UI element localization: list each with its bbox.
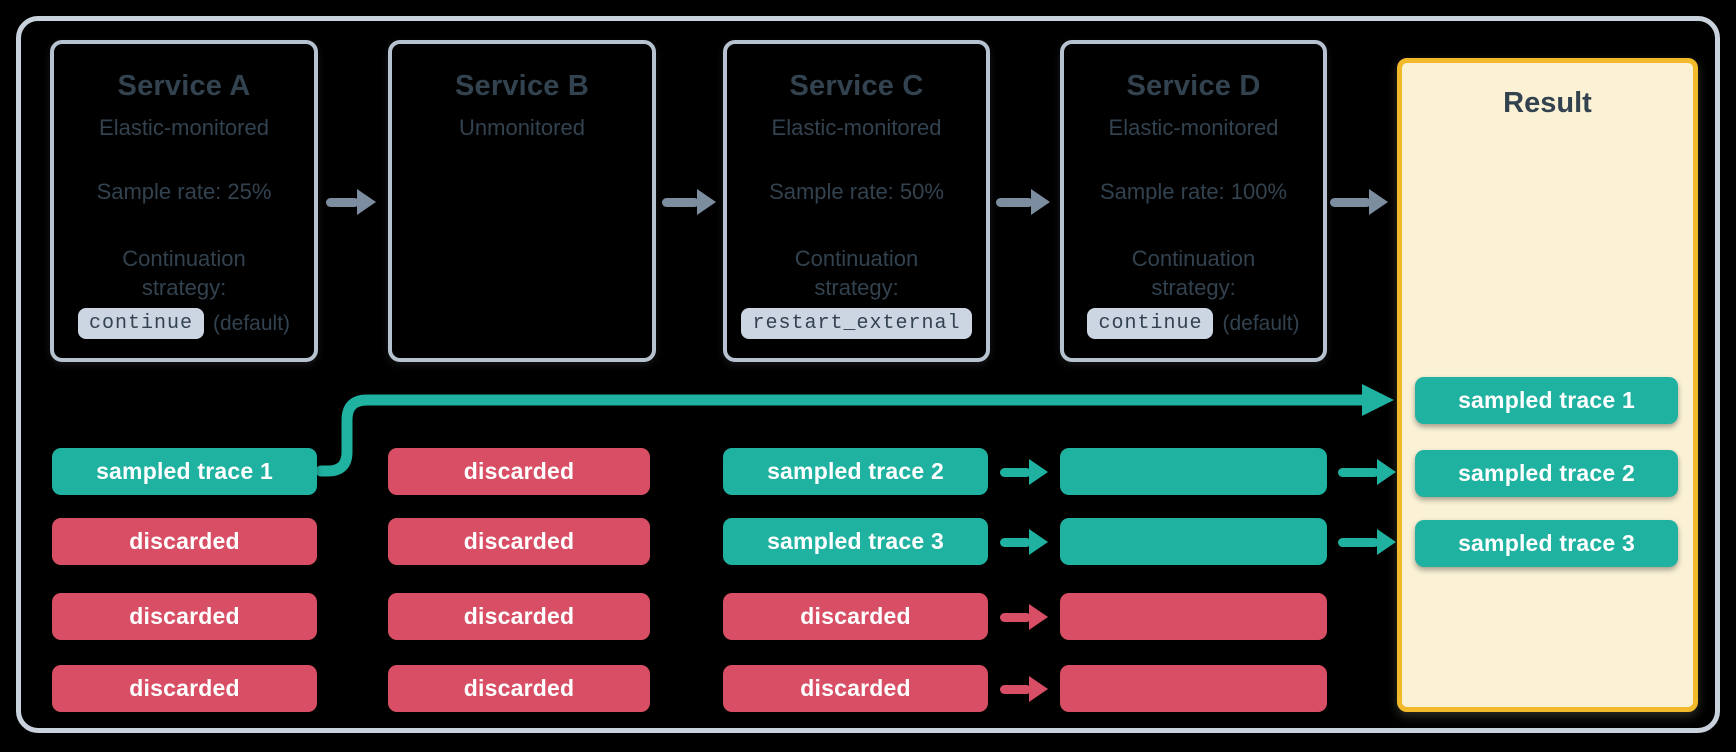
trace-chip: discarded [52,665,317,712]
trace-chip: discarded [723,665,988,712]
service-a-sample-rate: Sample rate: 25% [96,179,272,204]
trace-chip-blank [1060,593,1327,640]
service-c-monitoring: Elastic-monitored [771,115,942,140]
service-a-strategy-label: Continuation strategy: [122,246,246,300]
service-d-strategy-code: continue [1087,308,1214,340]
trace-chip-label: discarded [800,675,911,701]
result-trace-chip-label: sampled trace 3 [1458,530,1635,556]
trace-chip-label: sampled trace 3 [767,528,944,554]
trace-chip: discarded [388,593,650,640]
trace-chip-blank [1060,518,1327,565]
trace-chip: sampled trace 3 [723,518,988,565]
trace-chip-label: discarded [129,528,240,554]
trace-chip: discarded [723,593,988,640]
trace-arrow-d-to-result-icon [1338,458,1396,486]
diagram-border [16,16,1720,733]
trace-chip-label: discarded [463,603,575,629]
trace-chip: discarded [52,593,317,640]
trace-chip: discarded [388,448,650,495]
trace-arrow-c-to-d-icon [1000,458,1048,486]
trace-chip-label: discarded [463,675,575,701]
trace-chip-label: discarded [800,603,911,629]
service-b-title: Service B [455,70,589,102]
trace-chip-label: discarded [463,458,575,484]
trace-chip-label: discarded [129,603,240,629]
service-d-box: Service D Elastic-monitored Sample rate:… [1060,40,1327,362]
service-a-title: Service A [117,70,251,102]
flow-arrow-c-to-d-icon [996,188,1050,216]
trace-chip: sampled trace 2 [723,448,988,495]
service-d-strategy-label: Continuation strategy: [1131,246,1256,300]
trace-arrow-c-to-d-icon [1000,528,1048,556]
flow-arrow-b-to-c-icon [662,188,716,216]
service-a-box: Service A Elastic-monitored Sample rate:… [50,40,318,362]
service-d-title: Service D [1126,70,1261,102]
result-trace-chip-label: sampled trace 1 [1458,387,1635,413]
result-trace-chip: sampled trace 1 [1415,377,1678,424]
result-title: Result [1503,87,1592,119]
trace-chip-label: discarded [129,675,240,701]
trace-chip: discarded [52,518,317,565]
service-b-monitoring: Unmonitored [459,115,585,140]
trace-chip-blank [1060,448,1327,495]
trace-chip: sampled trace 1 [52,448,317,495]
service-d-monitoring: Elastic-monitored [1108,115,1279,140]
service-a-monitoring: Elastic-monitored [99,115,269,140]
service-a-strategy-value: continue (default) [77,308,291,340]
service-d-strategy-suffix: (default) [1222,311,1300,335]
service-c-strategy-value: restart_external [741,308,972,340]
result-trace-chip-label: sampled trace 2 [1458,460,1635,486]
service-d-strategy-value: continue (default) [1087,308,1300,340]
service-a-strategy-code: continue [77,308,204,340]
trace-arrow-c-to-d-icon [1000,603,1048,631]
service-c-box: Service C Elastic-monitored Sample rate:… [723,40,990,362]
flow-arrow-d-to-result-icon [1330,188,1388,216]
flow-arrow-a-to-b-icon [326,188,376,216]
trace-arrow-c-to-d-icon [1000,675,1048,703]
result-trace-chip: sampled trace 2 [1415,450,1678,497]
result-trace-chip: sampled trace 3 [1415,520,1678,567]
service-a-strategy-suffix: (default) [212,311,291,335]
trace-chip-label: sampled trace 1 [96,458,273,484]
trace-chip: discarded [388,665,650,712]
trace-chip-blank [1060,665,1327,712]
trace-arrow-d-to-result-icon [1338,528,1396,556]
service-d-sample-rate: Sample rate: 100% [1099,179,1288,204]
service-c-strategy-label: Continuation strategy: [794,246,919,300]
service-c-strategy-code: restart_external [741,308,972,340]
trace-chip-label: discarded [463,528,575,554]
trace-chip-label: sampled trace 2 [767,458,944,484]
service-c-title: Service C [789,70,924,102]
trace-chip: discarded [388,518,650,565]
service-c-sample-rate: Sample rate: 50% [769,179,944,204]
service-b-box: Service B Unmonitored [388,40,656,362]
